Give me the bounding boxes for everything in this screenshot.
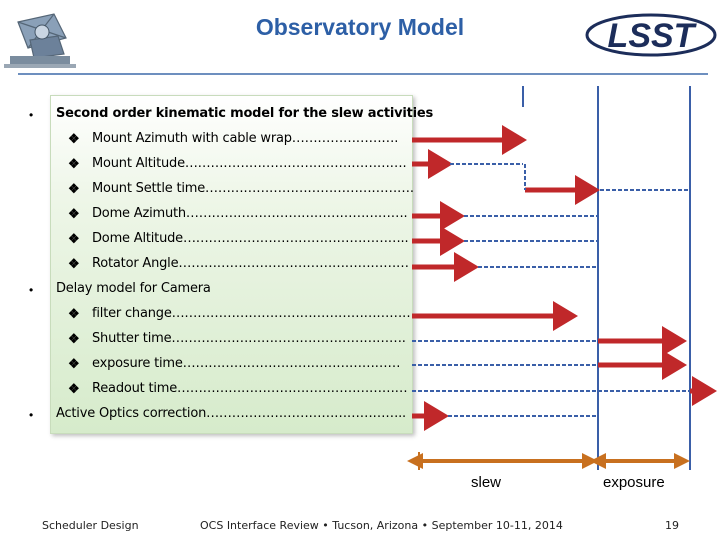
list-item: Dome Altitude…………………………………………….. <box>92 231 409 246</box>
list-item: Mount Azimuth with cable wrap……………………. <box>92 131 399 146</box>
list-item: Shutter time………………………………………………. <box>92 331 406 346</box>
list-item: Dome Azimuth……………………………………………. <box>92 206 408 221</box>
footer-center: OCS Interface Review • Tucson, Arizona •… <box>200 519 563 532</box>
content-panel <box>50 95 413 434</box>
diamond-bullet-icon: ❖ <box>68 181 80 196</box>
diamond-bullet-icon: ❖ <box>68 156 80 171</box>
footer-left: Scheduler Design <box>42 519 139 532</box>
diamond-bullet-icon: ❖ <box>68 231 80 246</box>
list-item: exposure time…………………………………………… <box>92 356 401 371</box>
diamond-bullet-icon: ❖ <box>68 331 80 346</box>
list-item: Readout time……………………………………………… <box>92 381 408 396</box>
list-item: Rotator Angle……………………………………………… <box>92 256 409 271</box>
list-item: filter change………………………………………………… <box>92 306 415 321</box>
list-item: Mount Altitude……………………………………………. <box>92 156 407 171</box>
diamond-bullet-icon: ❖ <box>68 131 80 146</box>
bullet-marker: • <box>29 108 34 122</box>
bullet-marker: • <box>29 408 34 422</box>
logo-text: LSST <box>608 17 698 55</box>
bullet-marker: • <box>29 283 34 297</box>
list-item: Mount Settle time…………………………………………. <box>92 181 414 196</box>
header-divider <box>18 73 708 75</box>
list-item: Second order kinematic model for the sle… <box>56 106 434 121</box>
diamond-bullet-icon: ❖ <box>68 381 80 396</box>
list-item: Delay model for Camera <box>56 281 211 296</box>
list-item: Active Optics correction……………………………………….… <box>56 406 406 421</box>
diamond-bullet-icon: ❖ <box>68 356 80 371</box>
diamond-bullet-icon: ❖ <box>68 256 80 271</box>
page-number: 19 <box>665 519 679 532</box>
diamond-bullet-icon: ❖ <box>68 306 80 321</box>
lsst-logo: LSST <box>585 13 717 57</box>
slew-label: slew <box>471 474 502 491</box>
telescope-logo-icon <box>4 8 76 70</box>
diamond-bullet-icon: ❖ <box>68 206 80 221</box>
page-title: Observatory Model <box>255 14 465 40</box>
exposure-label: exposure <box>603 474 665 491</box>
